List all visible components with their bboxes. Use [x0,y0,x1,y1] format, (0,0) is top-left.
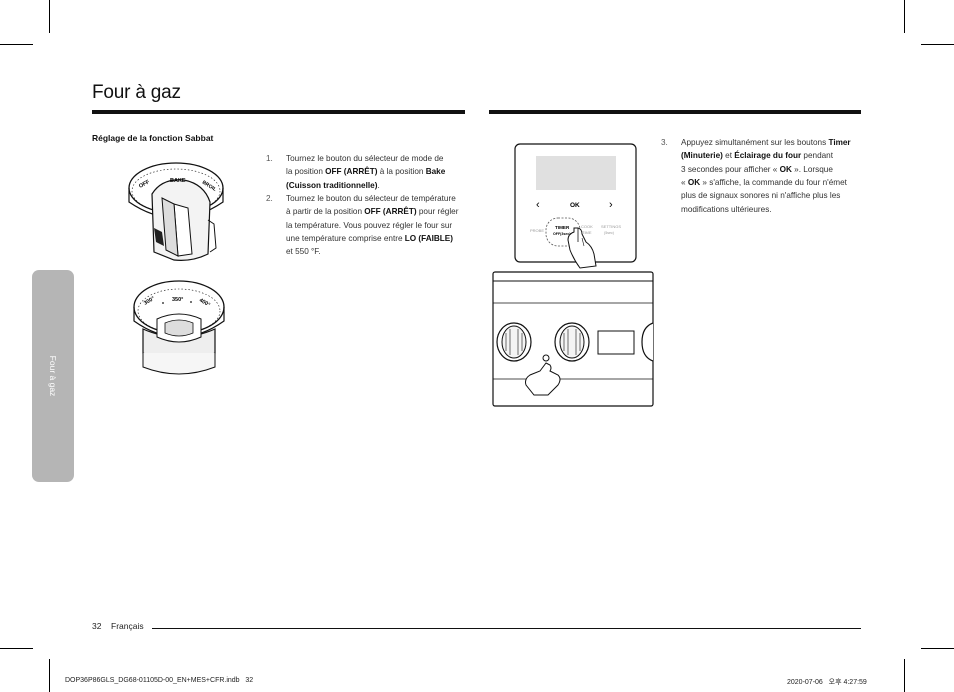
page-number: 32 [92,621,102,631]
step-emphasis: LO (FAIBLE) [404,233,453,243]
step-text-line: plus de signaux sonores ni n'affiche plu… [681,189,840,202]
step-emphasis: OK [687,177,701,187]
step-text: Tournez le bouton du sélecteur de mode d… [286,154,444,163]
step-text-line: 3 secondes pour afficher « OK ». Lorsque [681,163,833,176]
step-number: 1. [266,154,273,163]
step-text-line: une température comprise entre LO (FAIBL… [286,232,453,245]
crop-mark [49,0,50,33]
step-text: modifications ultérieures. [681,204,772,214]
step-text: 3 secondes pour afficher « [681,164,780,174]
step-text-line: la position OFF (ARRÊT) à la position Ba… [286,165,445,178]
section-heading: Réglage de la fonction Sabbat [92,133,214,143]
step-text: pendant [801,151,834,161]
footer-language: Français [111,621,144,631]
panel-settings-label: SETTINGS [601,224,621,229]
panel-probe-label: PROBE [530,228,544,233]
step-text-line: (Cuisson traditionnelle). [286,179,380,192]
step-text: à la position [377,167,426,177]
crop-mark [921,648,954,649]
step-number: 3. [661,138,668,147]
step-text-line: et 550 °F. [286,245,321,258]
step-text-line: « OK » s'affiche, la commande du four n'… [681,176,847,189]
panel-time-label: TIME [582,230,592,235]
panel-ok-label: OK [570,202,580,209]
control-panel-illustration: ‹ OK › PROBE TIMER OFF(3sec) COOK TIME S… [514,143,637,269]
step-text-line: à partir de la position OFF (ARRÊT) pour… [286,205,458,218]
step-emphasis: (Cuisson traditionnelle) [286,180,378,190]
step-text: Tournez le bouton du sélecteur de tempér… [286,193,456,203]
step-text: et 550 °F. [286,247,321,257]
side-chapter-tab: Four à gaz [32,270,74,482]
title-rule-right [489,110,861,114]
temperature-knob-illustration: 300° 350° 400° [133,280,225,375]
step-emphasis: OK [779,164,792,174]
step-text: » s'affiche, la commande du four n'émet [700,177,847,187]
page-title: Four à gaz [92,82,181,103]
title-rule-left [92,110,465,114]
file-info: DOP36P86GLS_DG68-01105D-00_EN+MES+CFR.in… [65,677,254,684]
step-text: une température comprise entre [286,233,405,243]
crop-mark [904,659,905,692]
footer-rule [152,628,861,629]
crop-mark [921,44,954,45]
panel-left-arrow: ‹ [536,199,540,211]
step-text-line: la température. Vous pouvez régler le fo… [286,219,452,232]
mode-knob-illustration: OFF BAKE BROIL [128,162,224,261]
step-text: à partir de la position [286,207,365,217]
panel-settings-sub: (5sec) [604,231,614,235]
steps-left: 1. Tournez le bouton du sélecteur de mode… [266,152,476,262]
step-text-line: (Minuterie) et Éclairage du four pendant [681,149,833,162]
step-number: 2. [266,193,273,203]
side-tab-label: Four à gaz [48,355,58,397]
step-text: ». Lorsque [791,164,833,174]
step-text-line: modifications ultérieures. [681,203,772,216]
step-emphasis: Éclairage du four [734,151,802,161]
step-text-line: Appuyez simultanément sur les boutons Ti… [681,136,851,149]
panel-cook-label: COOK [581,224,593,229]
range-front-illustration [492,271,654,407]
step-text: pour régler [416,207,459,217]
panel-right-arrow: › [609,199,613,211]
panel-timer-label: TIMER [555,225,570,230]
knob-bake-label: BAKE [170,178,186,184]
step-emphasis: Bake [425,167,446,177]
step-text: plus de signaux sonores ni n'affiche plu… [681,191,841,201]
step-text: et [722,151,735,161]
step-emphasis: Timer [828,138,851,147]
print-timestamp: 2020-07-06 오후 4:27:59 [787,679,867,686]
crop-mark [0,648,33,649]
step-text: Appuyez simultanément sur les boutons [681,138,829,147]
panel-timer-sub: OFF(3sec) [553,232,571,236]
crop-mark [904,0,905,33]
knob-300-label: 300° [143,296,156,307]
knob-350-label: 350° [172,297,183,303]
step-text-line: Tournez le bouton du sélecteur de mode d… [286,152,444,165]
step-text: « [681,177,688,187]
step-text: . [377,180,380,190]
step-text-line: Tournez le bouton du sélecteur de tempér… [286,192,456,205]
steps-right: 3. Appuyez simultanément sur les boutons … [661,136,861,226]
step-emphasis: OFF (ARRÊT) [364,207,417,217]
knob-off-label: OFF [138,179,151,190]
step-emphasis: OFF (ARRÊT) [325,167,378,177]
knob-400-label: 400° [198,298,211,309]
step-emphasis: (Minuterie) [681,151,723,161]
step-text: la température. Vous pouvez régler le fo… [286,220,453,230]
crop-mark [49,659,50,692]
crop-mark [0,44,33,45]
step-text: la position [286,167,326,177]
